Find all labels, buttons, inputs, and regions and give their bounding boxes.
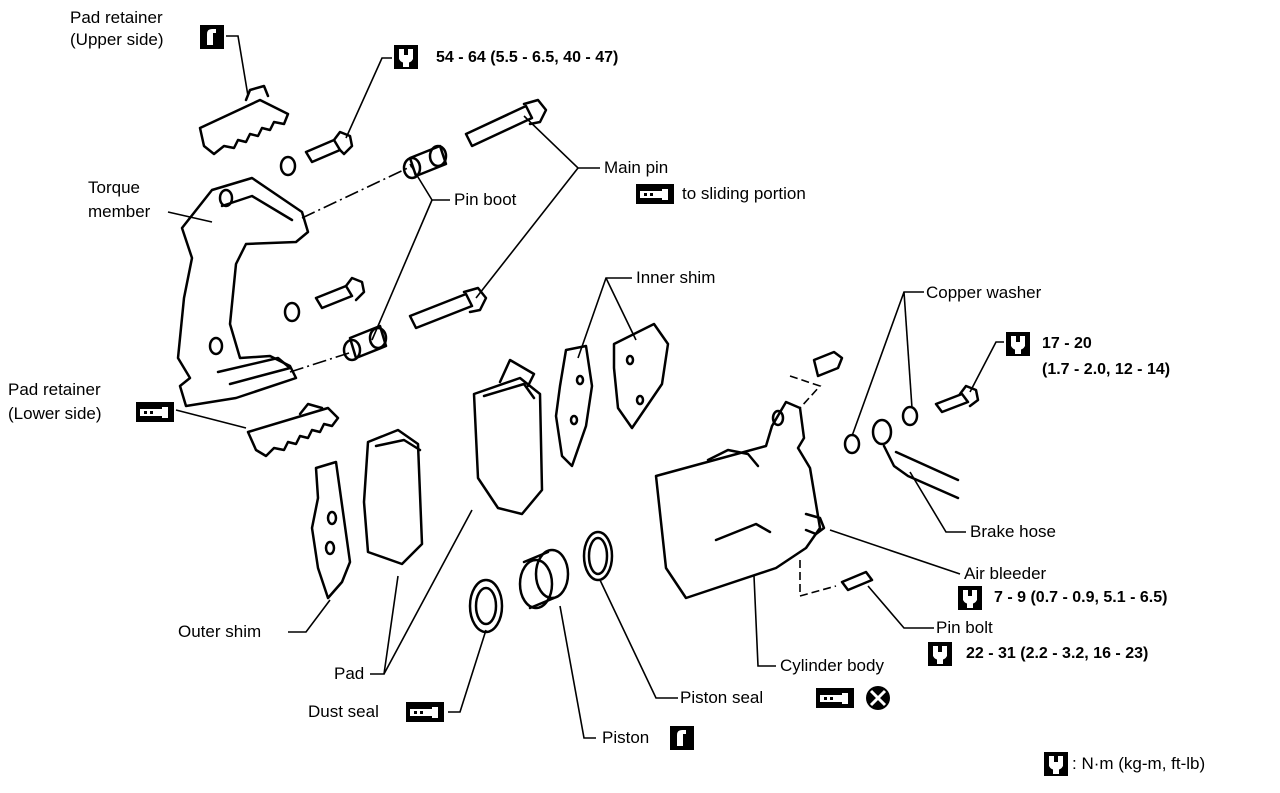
label-pad: Pad	[334, 664, 365, 683]
main-pin-top-part	[464, 98, 548, 148]
label-torque-member: Torque	[88, 178, 140, 197]
wrench-torque-icon	[394, 45, 418, 69]
inner-shim-part-2	[612, 322, 670, 430]
label-outer-shim: Outer shim	[178, 622, 262, 641]
wrench-torque-icon	[1044, 752, 1068, 776]
label-brake-hose: Brake hose	[970, 522, 1056, 541]
pad-retainer-lower-part	[246, 402, 340, 458]
label-main-pin: Main pin	[604, 158, 669, 177]
label-pin-boot: Pin boot	[454, 190, 517, 209]
torque-member-part	[176, 176, 310, 408]
label-copper-washer: Copper washer	[926, 283, 1042, 302]
inner-pad-part	[472, 358, 544, 516]
wrench-torque-icon	[1006, 332, 1030, 356]
do-not-reuse-icon	[866, 686, 890, 710]
wrench-torque-icon	[958, 586, 982, 610]
label-torque-bleeder: 7 - 9 (0.7 - 0.9, 5.1 - 6.5)	[994, 589, 1168, 606]
label-to-sliding: to sliding portion	[682, 184, 806, 203]
label-pad-retainer-lower-side: (Lower side)	[8, 404, 102, 423]
label-pin-bolt: Pin bolt	[936, 618, 993, 637]
main-pin-lower-part	[408, 286, 488, 330]
label-torque-hose-2: (1.7 - 2.0, 12 - 14)	[1042, 361, 1171, 378]
label-cylinder-body: Cylinder body	[780, 656, 884, 675]
inner-shim-part-1	[554, 344, 594, 468]
label-air-bleeder: Air bleeder	[964, 564, 1047, 583]
label-dust-seal: Dust seal	[308, 702, 379, 721]
bolt-top-part	[304, 130, 354, 164]
label-pad-retainer-upper: Pad retainer	[70, 8, 163, 27]
label-torque-hose: 17 - 20	[1042, 335, 1092, 352]
grease-icon	[670, 726, 694, 750]
pad-retainer-upper-part	[198, 84, 290, 156]
label-pad-retainer-lower: Pad retainer	[8, 380, 101, 399]
rubber-grease-icon	[816, 688, 854, 708]
label-torque-top: 54 - 64 (5.5 - 6.5, 40 - 47)	[436, 49, 619, 66]
label-torque-member-2: member	[88, 202, 151, 221]
cylinder-body-part	[654, 400, 826, 600]
grease-icon	[200, 25, 224, 49]
label-torque-pinbolt: 22 - 31 (2.2 - 3.2, 16 - 23)	[966, 645, 1149, 662]
label-piston-seal: Piston seal	[680, 688, 764, 707]
rubber-grease-icon	[636, 184, 674, 204]
piston-part	[518, 548, 570, 610]
wrench-torque-icon	[928, 642, 952, 666]
label-piston: Piston	[602, 728, 650, 747]
pin-boot-top-part	[402, 144, 448, 180]
rubber-grease-icon	[406, 702, 444, 722]
outer-shim-part	[310, 460, 352, 600]
legend-units: : N·m (kg-m, ft-lb)	[1072, 754, 1206, 773]
rubber-grease-icon	[136, 402, 174, 422]
label-pad-retainer-upper-side: (Upper side)	[70, 30, 164, 49]
label-inner-shim: Inner shim	[636, 268, 716, 287]
pin-boot-lower-part	[342, 324, 388, 362]
bolt-mid-part	[314, 276, 366, 310]
outer-pad-part	[362, 428, 424, 566]
